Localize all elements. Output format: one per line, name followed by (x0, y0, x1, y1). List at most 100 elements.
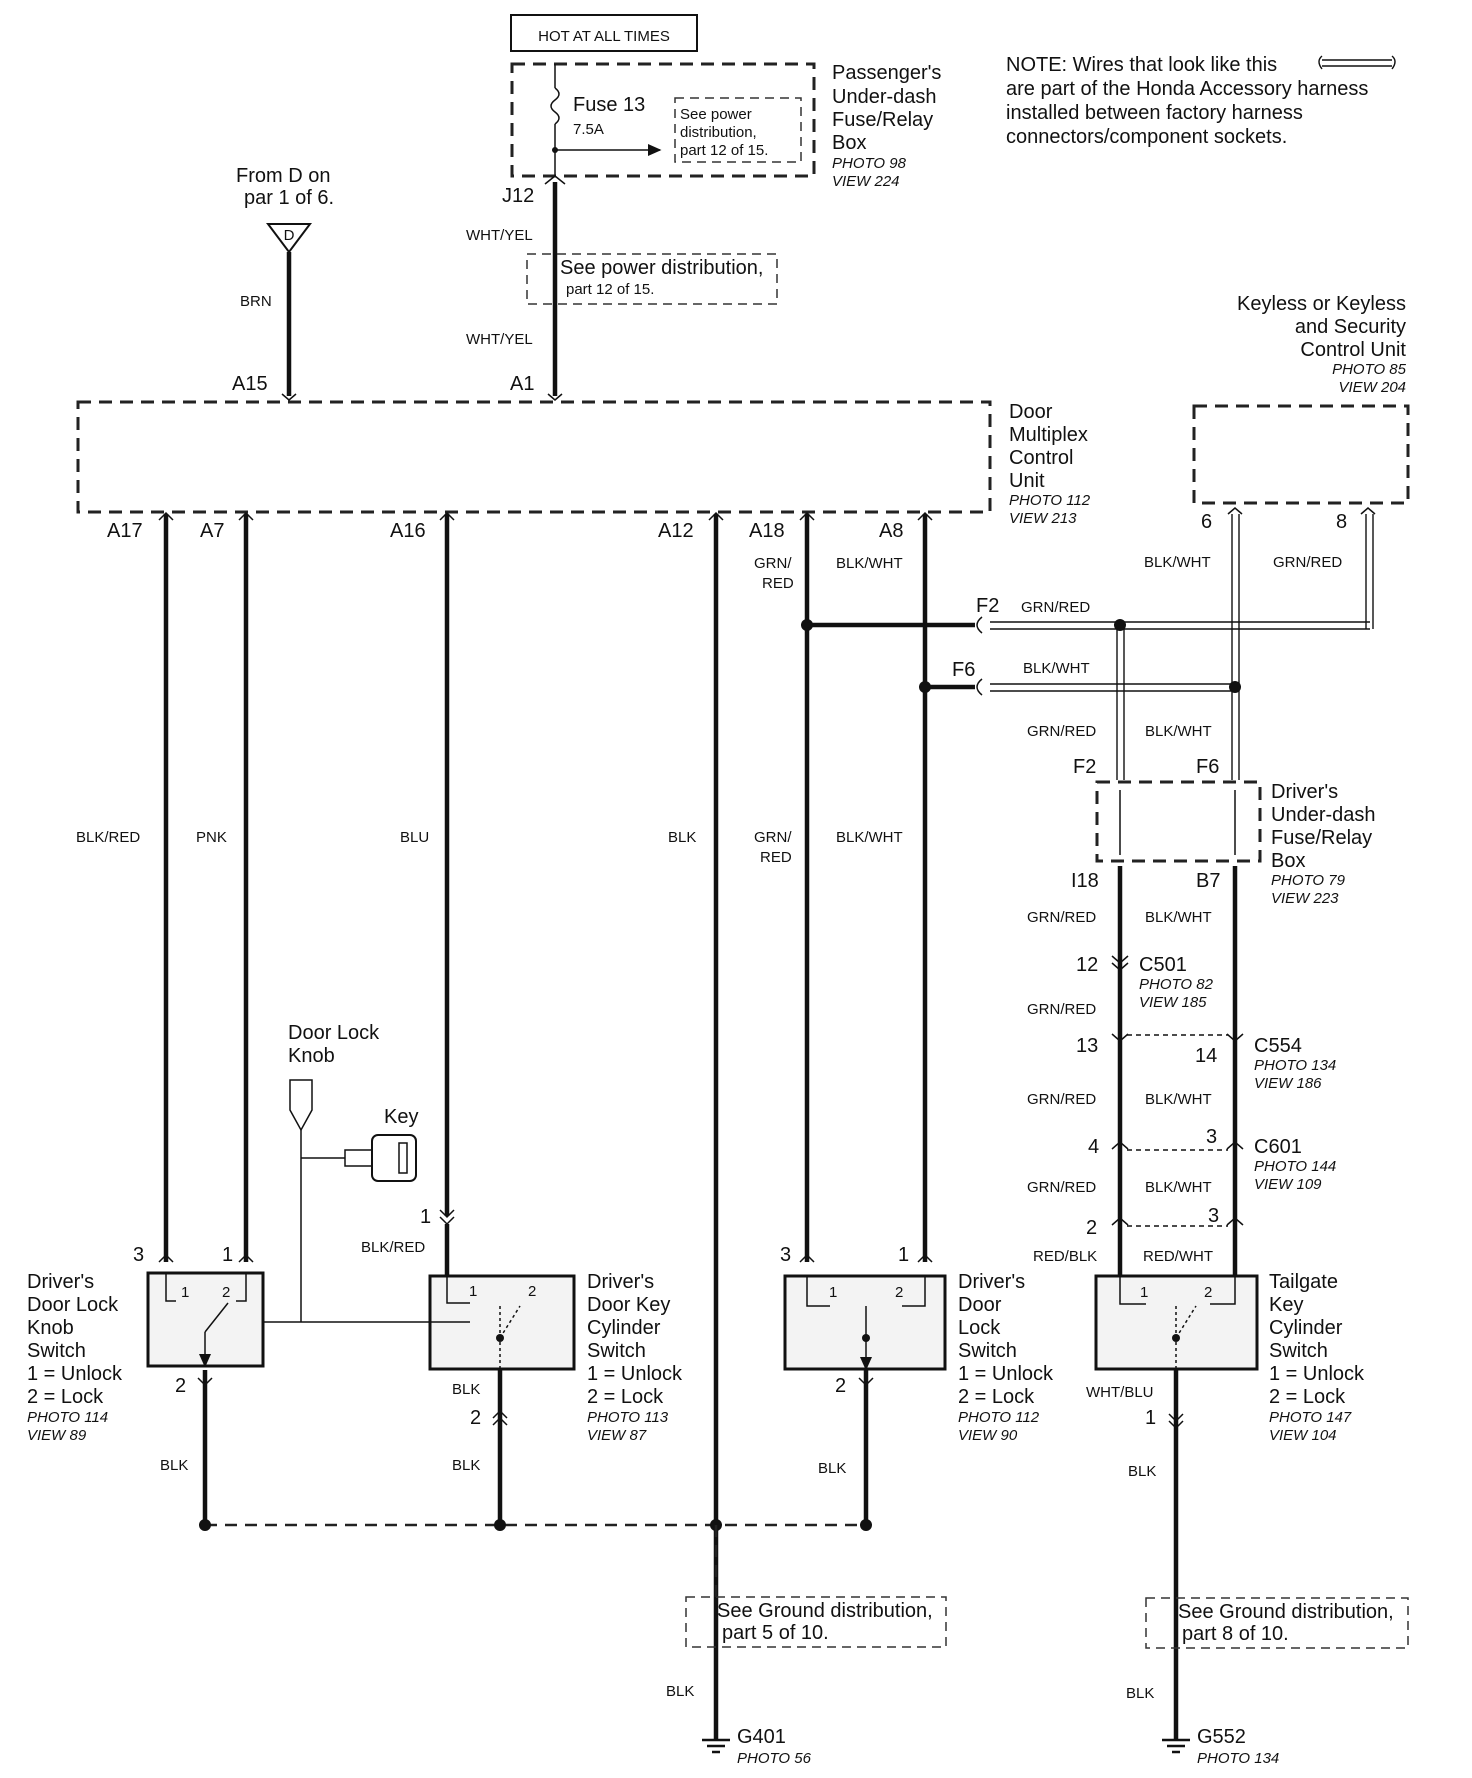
svg-text:BLK: BLK (818, 1460, 846, 1477)
svg-text:BLU: BLU (400, 829, 429, 846)
tailgate-harness-wires (1111, 866, 1244, 1275)
svg-text:VIEW 90: VIEW 90 (958, 1427, 1018, 1444)
svg-text:1: 1 (181, 1284, 189, 1301)
svg-text:Lock: Lock (958, 1317, 1001, 1339)
svg-text:PNK: PNK (196, 829, 227, 846)
svg-text:6: 6 (1201, 511, 1212, 533)
svg-text:GRN/: GRN/ (754, 829, 792, 846)
svg-text:Door: Door (958, 1294, 1002, 1316)
svg-text:B7: B7 (1196, 870, 1220, 892)
fuse-13-icon (550, 87, 560, 125)
svg-text:and Security: and Security (1295, 316, 1406, 338)
svg-text:Knob: Knob (288, 1045, 335, 1067)
svg-text:2 = Lock: 2 = Lock (1269, 1386, 1346, 1408)
svg-text:Switch: Switch (587, 1340, 646, 1362)
svg-text:1: 1 (222, 1244, 233, 1266)
ground-g401: See Ground distribution, part 5 of 10. B… (666, 1596, 947, 1767)
svg-text:See power: See power (680, 106, 752, 123)
svg-text:GRN/RED: GRN/RED (1027, 1091, 1096, 1108)
svg-text:A17: A17 (107, 520, 143, 542)
svg-text:VIEW 87: VIEW 87 (587, 1427, 647, 1444)
dmcu-connector-marks (158, 393, 933, 521)
svg-text:BLK: BLK (160, 1457, 188, 1474)
svg-text:Driver's: Driver's (958, 1271, 1025, 1293)
svg-text:A12: A12 (658, 520, 694, 542)
svg-text:4: 4 (1088, 1136, 1099, 1158)
svg-text:2: 2 (1086, 1217, 1097, 1239)
svg-text:PHOTO 147: PHOTO 147 (1269, 1409, 1352, 1426)
keyless-security-control-unit: Keyless or Keyless and Security Control … (1144, 293, 1410, 571)
svg-text:1: 1 (1140, 1284, 1148, 1301)
svg-text:RED: RED (760, 849, 792, 866)
svg-text:Control Unit: Control Unit (1300, 339, 1406, 361)
svg-text:part 12 of 15.: part 12 of 15. (566, 281, 654, 298)
svg-text:Switch: Switch (1269, 1340, 1328, 1362)
j12-feed: J12 WHT/YEL See power distribution, part… (466, 175, 778, 396)
svg-text:RED/BLK: RED/BLK (1033, 1248, 1097, 1265)
svg-text:See Ground distribution,: See Ground distribution, (1178, 1601, 1394, 1623)
svg-text:PHOTO 134: PHOTO 134 (1254, 1057, 1336, 1074)
svg-text:D: D (284, 227, 295, 244)
c601-connector: 4 3 C601 PHOTO 144 VIEW 109 GRN/RED BLK/… (1027, 1126, 1336, 1196)
svg-text:GRN/RED: GRN/RED (1027, 909, 1096, 926)
svg-text:2: 2 (470, 1407, 481, 1429)
svg-text:VIEW 185: VIEW 185 (1139, 994, 1207, 1011)
svg-text:2: 2 (835, 1375, 846, 1397)
svg-text:1: 1 (898, 1244, 909, 1266)
svg-text:BLK/WHT: BLK/WHT (1145, 723, 1212, 740)
svg-text:7.5A: 7.5A (573, 121, 604, 138)
svg-text:BLK/RED: BLK/RED (361, 1239, 425, 1256)
drivers-under-dash-fuse-box: F2 F6 Driver's Under-dash Fuse/Relay Box… (1027, 756, 1376, 926)
key-icon (371, 1134, 417, 1182)
svg-text:BLK: BLK (452, 1457, 480, 1474)
svg-text:GRN/RED: GRN/RED (1021, 599, 1090, 616)
svg-text:2: 2 (222, 1284, 230, 1301)
svg-text:Door Lock: Door Lock (27, 1294, 119, 1316)
svg-text:BLK/WHT: BLK/WHT (1023, 660, 1090, 677)
svg-text:Door Lock: Door Lock (288, 1022, 380, 1044)
hot-at-all-times-label: HOT AT ALL TIMES (510, 14, 698, 52)
svg-text:VIEW 223: VIEW 223 (1271, 890, 1339, 907)
svg-text:A1: A1 (510, 373, 534, 395)
tailgate-key-cylinder-switch: 1 2 WHT/BLU 1 BLK Tailgate Key Cylinder … (1086, 1271, 1365, 1695)
svg-text:Cylinder: Cylinder (1269, 1317, 1343, 1339)
svg-text:F6: F6 (1196, 756, 1219, 778)
svg-text:2: 2 (895, 1284, 903, 1301)
svg-text:PHOTO 79: PHOTO 79 (1271, 872, 1346, 889)
svg-text:Passenger's: Passenger's (832, 62, 941, 84)
accessory-harness-note: NOTE: Wires that look like this are part… (1006, 54, 1396, 148)
svg-text:2 = Lock: 2 = Lock (27, 1386, 104, 1408)
svg-text:par 1 of 6.: par 1 of 6. (244, 187, 334, 209)
svg-text:A15: A15 (232, 373, 268, 395)
svg-text:BLK/WHT: BLK/WHT (836, 555, 903, 572)
svg-text:Fuse/Relay: Fuse/Relay (832, 109, 933, 131)
svg-text:Driver's: Driver's (27, 1271, 94, 1293)
svg-text:Door: Door (1009, 401, 1053, 423)
svg-text:part 5 of 10.: part 5 of 10. (722, 1622, 829, 1644)
svg-text:BLK: BLK (1126, 1685, 1154, 1702)
svg-text:Switch: Switch (958, 1340, 1017, 1362)
svg-text:Under-dash: Under-dash (832, 86, 937, 108)
svg-text:GRN/: GRN/ (754, 555, 792, 572)
svg-text:PHOTO 113: PHOTO 113 (587, 1409, 669, 1426)
svg-text:BLK/WHT: BLK/WHT (1145, 1179, 1212, 1196)
svg-text:G401: G401 (737, 1726, 786, 1748)
svg-text:Unit: Unit (1009, 470, 1045, 492)
svg-text:PHOTO 144: PHOTO 144 (1254, 1158, 1336, 1175)
svg-text:Switch: Switch (27, 1340, 86, 1362)
svg-text:PHOTO 82: PHOTO 82 (1139, 976, 1214, 993)
svg-text:A16: A16 (390, 520, 426, 542)
drivers-door-lock-knob-switch: 3 1 1 2 2 BLK Driver's Door Lock Knob Sw… (27, 1244, 301, 1525)
f2-f6-branch: F2 F6 GRN/RED BLK/WHT GRN/RED BLK/WHT (801, 514, 1374, 780)
svg-text:Door Key: Door Key (587, 1294, 670, 1316)
svg-text:PHOTO 112: PHOTO 112 (1009, 492, 1091, 509)
dmcu-output-wires: BLK/RED PNK BLU BLK GRN/ RED BLK/WHT GRN… (76, 514, 928, 1695)
svg-text:1: 1 (469, 1283, 477, 1300)
svg-text:PHOTO 85: PHOTO 85 (1332, 361, 1407, 378)
svg-text:C501: C501 (1139, 954, 1187, 976)
svg-text:C601: C601 (1254, 1136, 1302, 1158)
svg-text:BLK/WHT: BLK/WHT (1145, 1091, 1212, 1108)
svg-text:F6: F6 (952, 659, 975, 681)
svg-text:BLK/WHT: BLK/WHT (1145, 909, 1212, 926)
